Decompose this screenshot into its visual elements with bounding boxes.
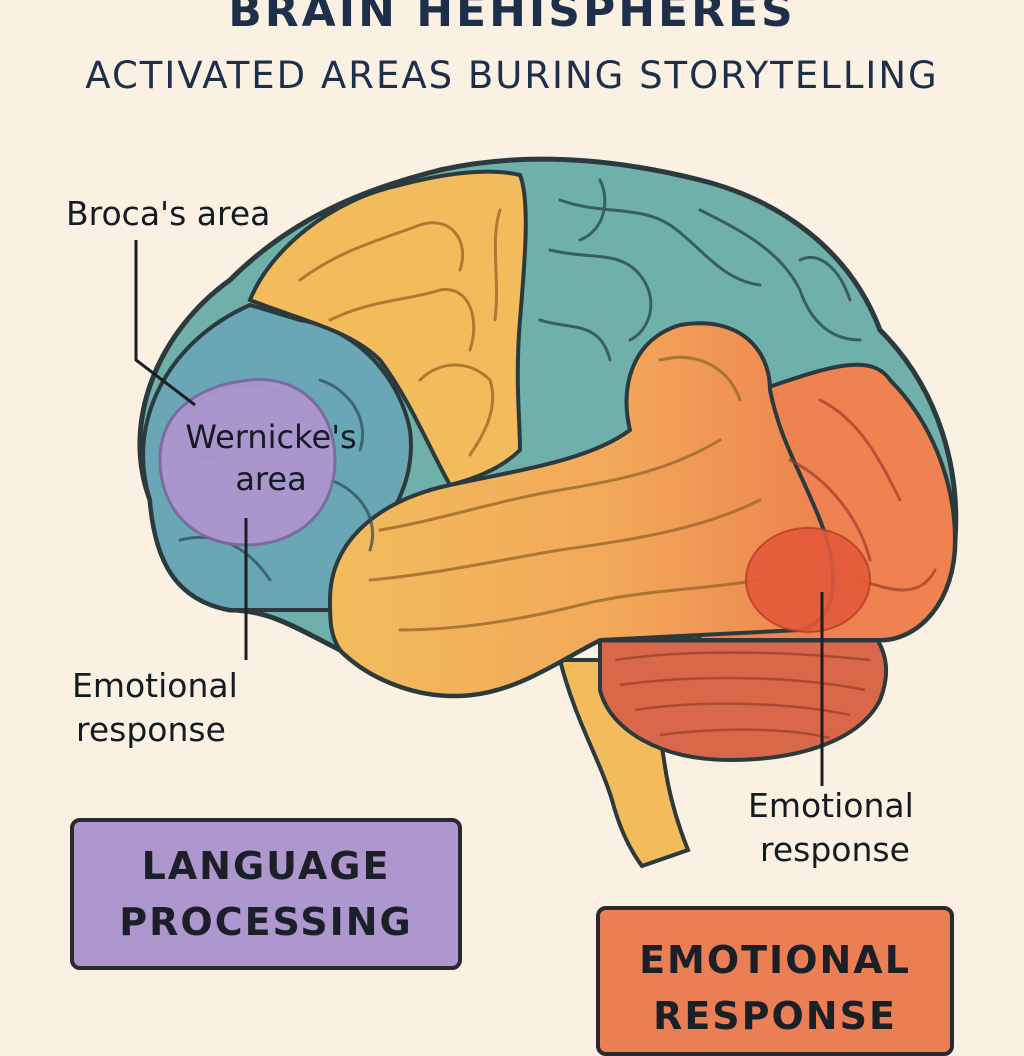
motor-lobe [247,169,528,488]
wernicke-label-line1: Wernicke's [185,418,357,456]
gyri-lines [538,178,862,362]
brain-illustration [134,156,959,869]
emotional-left-line2: response [76,710,226,749]
emotional-right-line2: response [760,830,910,869]
language-box-line2: PROCESSING [119,900,413,944]
emotional-left-line1: Emotional [72,666,238,705]
diagram-title: BRAIN HEHISPHERES [228,0,796,37]
temporal-band [327,321,836,698]
wernicke-label: Wernicke's area [176,416,366,500]
amygdala-spot [745,527,871,633]
yellow-gyri [298,208,762,632]
wernicke-area [158,378,337,547]
leader-lines [134,240,824,786]
emotional-right-line1: Emotional [748,786,914,825]
emotional-box-line2: RESPONSE [653,994,897,1038]
broca-label: Broca's area [66,194,271,233]
wernicke-label-line2: area [235,460,307,498]
emotional-box-line1: EMOTIONAL [639,938,911,982]
emotional-response-label-left: Emotional response [72,664,238,752]
diagram-subtitle: ACTIVATED AREAS BURING STORYTELLING [85,54,939,97]
language-processing-box: LANGUAGE PROCESSING [70,818,462,970]
language-box-line1: LANGUAGE [141,844,391,888]
cerebellum-folds [614,651,871,740]
emotional-response-label-right: Emotional response [748,784,914,872]
emotional-response-box: EMOTIONAL RESPONSE [596,906,954,1056]
